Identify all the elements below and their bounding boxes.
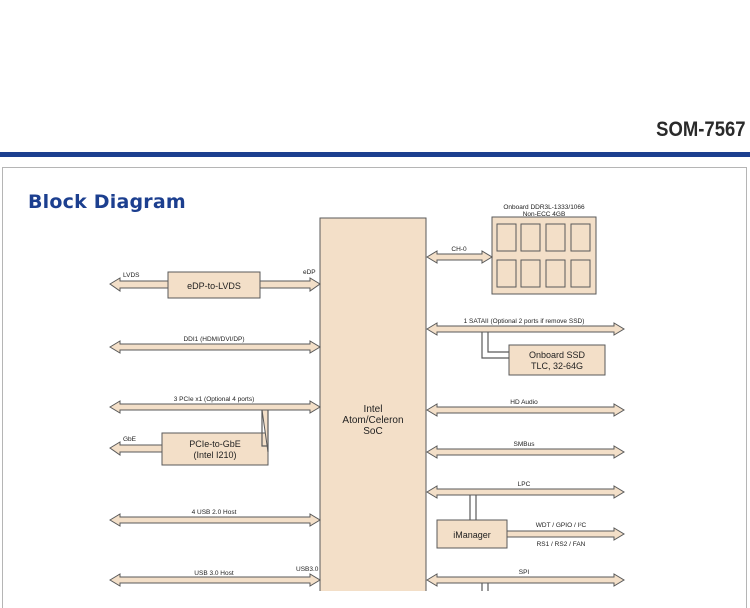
gbe-arrow [109,441,163,456]
header-rule [0,152,750,157]
ch0-label: CH-0 [451,246,467,253]
sata-label: 1 SATAII (Optional 2 ports if remove SSD… [464,318,585,325]
soc-label-1: Intel [364,404,383,415]
spi-arrow [426,573,625,587]
edp-lvds-label: eDP-to-LVDS [187,281,241,291]
edp-label: eDP [303,269,316,276]
imanager-bottom-label: RS1 / RS2 / FAN [537,541,586,548]
usb3-label: USB 3.0 Host [194,570,234,577]
smbus-arrow [426,445,625,459]
edp-arrow [259,277,321,292]
imanager-label: iManager [453,530,491,540]
gbe-connector [261,410,269,452]
usb3-port-label: USB3.0 [296,566,319,573]
gbe-label-1: PCIe-to-GbE [189,439,241,449]
lvds-arrow [109,277,169,292]
memory-title-1: Onboard DDR3L-1333/1066 [503,204,585,211]
lpc-label: LPC [518,481,531,488]
usb2-label: 4 USB 2.0 Host [192,509,237,516]
usb2-arrow [109,513,321,527]
imanager-arrow [506,527,625,541]
ssd-label-2: TLC, 32-64G [531,361,583,371]
spi-label: SPI [519,569,530,576]
soc-label-3: SoC [363,426,382,437]
hd-audio-label: HD Audio [510,399,538,406]
soc-label-2: Atom/Celeron [342,415,403,426]
memory-title-2: Non-ECC 4GB [523,211,566,218]
block-diagram: Intel Atom/Celeron SoC Onboard DDR3L-133… [109,204,625,591]
gbe-label-2: (Intel I210) [193,450,236,460]
imanager-block [436,519,508,549]
gbe-block [161,432,269,466]
spi-connector [481,583,489,591]
gbe-out-label: GbE [123,436,137,443]
ssd-connector [481,332,509,359]
ssd-label-1: Onboard SSD [529,350,586,360]
ddi-arrow [109,340,321,354]
lvds-label: LVDS [123,272,140,279]
ch0-arrow [426,250,493,264]
ssd-block [508,344,606,376]
sata-arrow [426,322,625,336]
section-title: Block Diagram [28,191,186,213]
imanager-top-label: WDT / GPIO / I²C [536,522,587,529]
hd-audio-arrow [426,403,625,417]
edp-lvds-block [167,271,261,299]
memory-chips [496,223,591,288]
pcie-label: 3 PCIe x1 (Optional 4 ports) [174,396,255,403]
smbus-label: SMBus [514,441,536,448]
imanager-connector [469,495,477,520]
product-title: SOM-7567 [656,118,746,141]
usb3-arrow [109,573,321,587]
diagram-panel [2,167,747,608]
ddi-label: DDI1 (HDMI/DVI/DP) [183,336,244,343]
soc-block [319,217,427,591]
